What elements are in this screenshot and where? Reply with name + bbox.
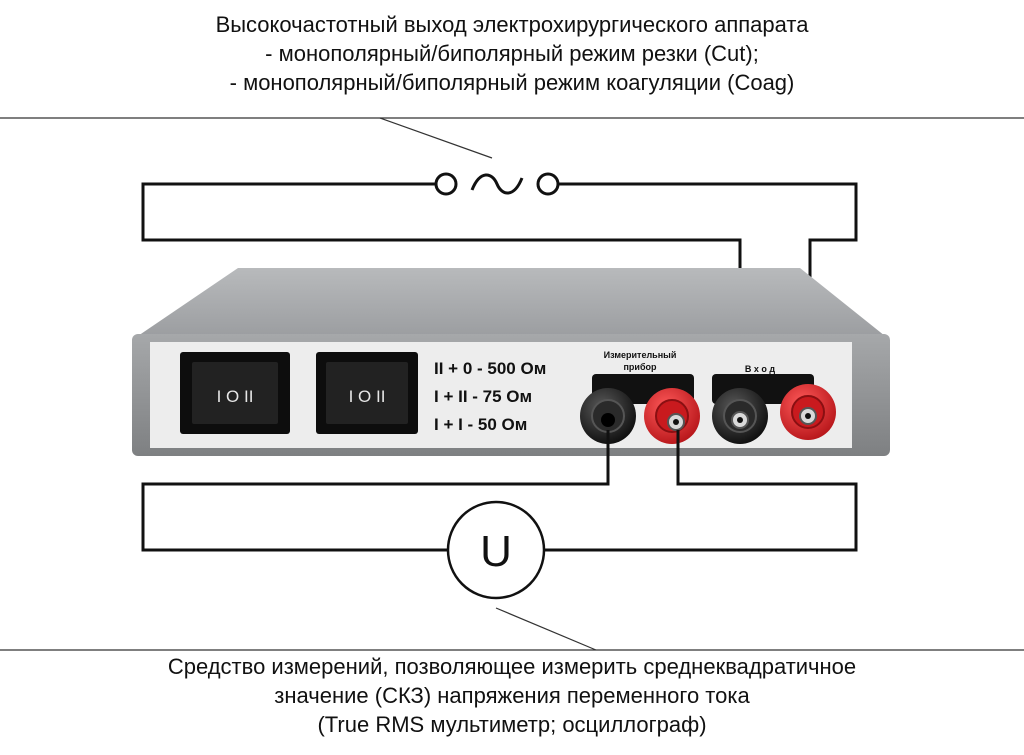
bottom-caption: Средство измерений, позволяющее измерить… xyxy=(0,652,1024,739)
measurement-circuit xyxy=(141,430,858,600)
meter-wire-right xyxy=(544,430,858,552)
hf-terminal-right xyxy=(536,172,560,196)
hf-terminal-left xyxy=(434,172,458,196)
load-device: I O II I O II II + 0 - 500 Ом I + II - 7… xyxy=(132,268,890,456)
bottom-leader-line xyxy=(495,607,597,651)
input-label: В х о д xyxy=(745,364,776,374)
range-label-1: II + 0 - 500 Ом xyxy=(434,359,546,378)
switch-2-marking: I O II xyxy=(349,387,386,406)
top-caption-line-2: - монополярный/биполярный режим резки (C… xyxy=(265,41,759,66)
top-caption-line-1: Высокочастотный выход электрохирургическ… xyxy=(215,12,809,37)
meter-terminal-red[interactable] xyxy=(644,388,700,444)
meter-wire-left xyxy=(141,430,610,552)
switch-1-marking: I O II xyxy=(217,387,254,406)
voltmeter-symbol: U xyxy=(480,527,512,576)
top-caption: Высокочастотный выход электрохирургическ… xyxy=(0,10,1024,97)
top-leader-line xyxy=(379,117,493,159)
range-label-2: I + II - 75 Ом xyxy=(434,387,532,406)
range-label-3: I + I - 50 Ом xyxy=(434,415,527,434)
top-caption-line-3: - монополярный/биполярный режим коагуляц… xyxy=(229,70,795,95)
bottom-caption-line-2: значение (СКЗ) напряжения переменного то… xyxy=(274,683,750,708)
input-terminal-black[interactable] xyxy=(712,388,768,444)
bottom-caption-line-1: Средство измерений, позволяющее измерить… xyxy=(167,654,857,679)
rocker-switch-1[interactable]: I O II xyxy=(180,352,290,434)
voltmeter-circle xyxy=(446,500,546,600)
ac-tilde-icon xyxy=(470,173,524,195)
meter-label-line-2: прибор xyxy=(623,362,657,372)
device-top-surface xyxy=(132,268,890,340)
bottom-caption-line-3: (True RMS мультиметр; осциллограф) xyxy=(317,712,707,737)
input-terminal-red[interactable] xyxy=(780,384,836,440)
meter-terminal-black[interactable] xyxy=(580,388,636,444)
rocker-switch-2[interactable]: I O II xyxy=(316,352,418,434)
meter-label-line-1: Измерительный xyxy=(604,350,677,360)
